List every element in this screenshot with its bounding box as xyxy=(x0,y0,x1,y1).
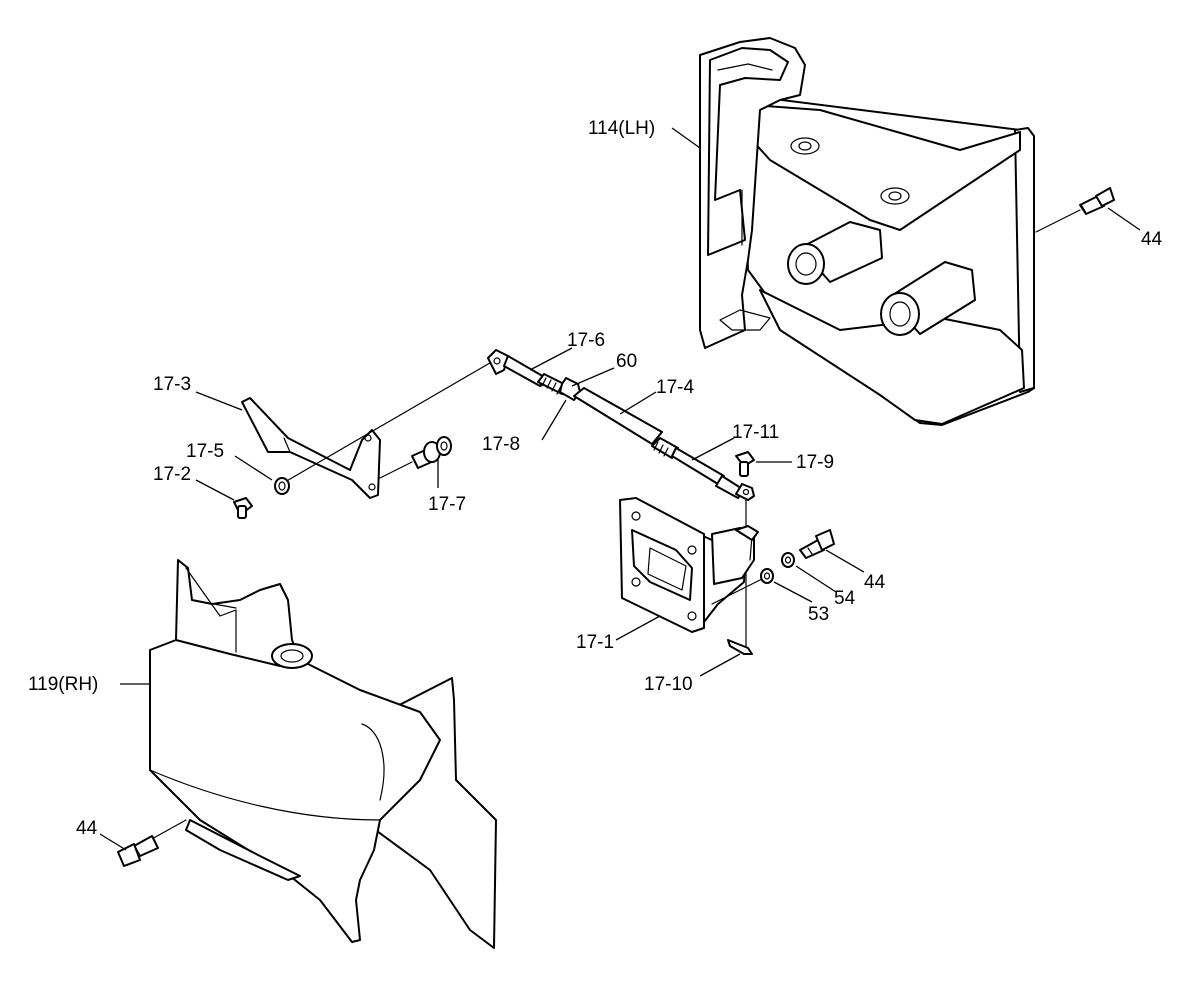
callout-17-11: 17-8 xyxy=(482,434,520,455)
callout-17-9: 17-9 xyxy=(796,452,834,473)
bolt-44-bottom xyxy=(117,819,187,867)
callout-44-bottom: 44 xyxy=(76,818,98,839)
callout-17-10: 17-10 xyxy=(644,674,693,695)
callout-60: 17-7 xyxy=(428,494,466,515)
callout-17-3: 17-6 xyxy=(567,330,605,351)
callout-17-5: 17-4 xyxy=(656,377,694,398)
callout-17-8: 17-5 xyxy=(186,441,224,462)
callout-17-6: 60 xyxy=(616,351,637,372)
callout-17-4: 17-11 xyxy=(732,422,779,443)
callout-119-rh: 119(RH) xyxy=(28,674,98,695)
callout-114-lh: 114(LH) xyxy=(588,118,655,139)
callout-54: 54 xyxy=(834,588,856,609)
callout-53: 53 xyxy=(808,604,829,625)
cotter-pin-17-10 xyxy=(727,639,753,655)
callout-44-top: 44 xyxy=(1141,229,1163,250)
linkage-line xyxy=(277,359,496,487)
lever-17-2 xyxy=(241,397,381,499)
callout-17-1: 17-1 xyxy=(576,632,614,653)
bracket-114-lh xyxy=(699,37,1035,426)
callout-44-mid: 44 xyxy=(864,572,886,593)
rod-assembly xyxy=(487,349,755,501)
solenoid-17-1 xyxy=(619,497,759,633)
washer-17-8 xyxy=(274,477,290,495)
bolt-44-top xyxy=(1035,187,1115,233)
cover-119-rh xyxy=(149,559,497,949)
callout-17-7: 17-2 xyxy=(153,464,191,485)
pin-17-7 xyxy=(233,497,253,519)
callout-17-2: 17-3 xyxy=(153,374,191,395)
washer-53 xyxy=(760,568,774,584)
screw-60 xyxy=(379,436,452,479)
pin-17-9 xyxy=(735,451,755,477)
bolt-44-mid xyxy=(799,529,835,559)
washer-54 xyxy=(781,552,795,568)
